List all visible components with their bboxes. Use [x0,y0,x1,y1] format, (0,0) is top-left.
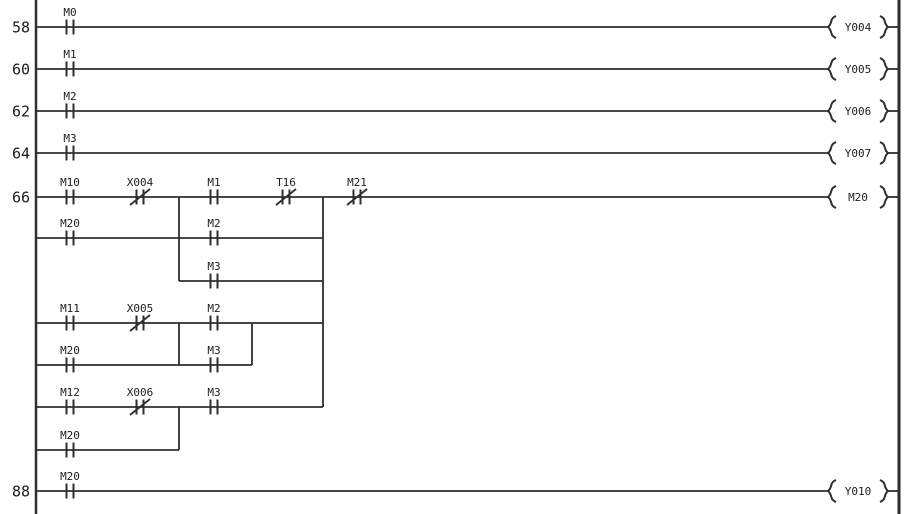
contact-no-M12[interactable]: M12 [60,386,80,415]
rung-step-number: 60 [12,61,30,79]
contact-nc-T16[interactable]: T16 [275,176,297,206]
contact-nc-X004[interactable]: X004 [127,176,154,206]
contact-device-label: M20 [60,429,80,442]
coil-right-paren [879,479,890,503]
contact-device-label: M12 [60,386,80,399]
coil-left-paren [826,57,837,81]
contact-no-M20[interactable]: M20 [60,429,80,458]
contact-device-label: M3 [207,260,220,273]
coil-left-paren [826,141,837,165]
contact-device-label: X004 [127,176,154,189]
rung-step-number: 88 [12,483,30,501]
normally-closed-slash [275,188,297,206]
contact-no-M11[interactable]: M11 [60,302,80,331]
coil-right-paren [879,99,890,123]
normally-closed-slash [346,188,368,206]
coil-device-label: Y007 [845,147,872,160]
contact-no-M3[interactable]: M3 [207,344,221,373]
contact-device-label: X006 [127,386,154,399]
contact-nc-M21[interactable]: M21 [346,176,368,206]
contact-device-label: M20 [60,470,80,483]
contact-device-label: M3 [207,344,220,357]
contact-device-label: X005 [127,302,154,315]
contact-no-M20[interactable]: M20 [60,470,80,499]
coil-device-label: Y006 [845,105,872,118]
coil-Y005[interactable]: Y005 [826,57,899,81]
coil-Y006[interactable]: Y006 [826,99,899,123]
contact-device-label: M2 [207,217,220,230]
contact-no-M0[interactable]: M0 [63,6,77,35]
contact-no-M10[interactable]: M10 [60,176,80,205]
coil-Y004[interactable]: Y004 [826,15,899,39]
coil-right-paren [879,15,890,39]
contact-device-label: M3 [63,132,76,145]
coil-right-paren [879,141,890,165]
coil-M20[interactable]: M20 [826,185,899,209]
coil-Y010[interactable]: Y010 [826,479,899,503]
contact-device-label: M2 [63,90,76,103]
coil-left-paren [826,479,837,503]
contact-device-label: M20 [60,217,80,230]
contact-no-M2[interactable]: M2 [63,90,77,119]
contact-device-label: T16 [276,176,296,189]
coil-left-paren [826,185,837,209]
contact-device-label: M11 [60,302,80,315]
coil-right-paren [879,57,890,81]
coil-device-label: M20 [848,191,868,204]
contact-device-label: M21 [347,176,367,189]
normally-closed-slash [129,314,151,332]
contact-device-label: M2 [207,302,220,315]
contact-device-label: M20 [60,344,80,357]
contact-device-label: M0 [63,6,76,19]
rung-step-number: 64 [12,145,30,163]
contact-device-label: M1 [63,48,76,61]
contact-device-label: M1 [207,176,220,189]
contact-nc-X006[interactable]: X006 [127,386,154,416]
coil-left-paren [826,15,837,39]
normally-closed-slash [129,188,151,206]
rung-step-number: 58 [12,19,30,37]
rung-step-number: 62 [12,103,30,121]
contact-no-M20[interactable]: M20 [60,344,80,373]
contact-no-M3[interactable]: M3 [207,260,221,289]
contact-nc-X005[interactable]: X005 [127,302,154,332]
contact-device-label: M10 [60,176,80,189]
contact-no-M20[interactable]: M20 [60,217,80,246]
coil-right-paren [879,185,890,209]
contact-no-M1[interactable]: M1 [63,48,77,77]
coil-Y007[interactable]: Y007 [826,141,899,165]
coil-device-label: Y010 [845,485,872,498]
rung-step-number: 66 [12,189,30,207]
contact-no-M2[interactable]: M2 [207,302,221,331]
coil-left-paren [826,99,837,123]
contact-no-M1[interactable]: M1 [207,176,221,205]
coil-device-label: Y004 [845,21,872,34]
contact-no-M3[interactable]: M3 [63,132,77,161]
contact-no-M3[interactable]: M3 [207,386,221,415]
normally-closed-slash [129,398,151,416]
contact-device-label: M3 [207,386,220,399]
coil-device-label: Y005 [845,63,872,76]
contact-no-M2[interactable]: M2 [207,217,221,246]
